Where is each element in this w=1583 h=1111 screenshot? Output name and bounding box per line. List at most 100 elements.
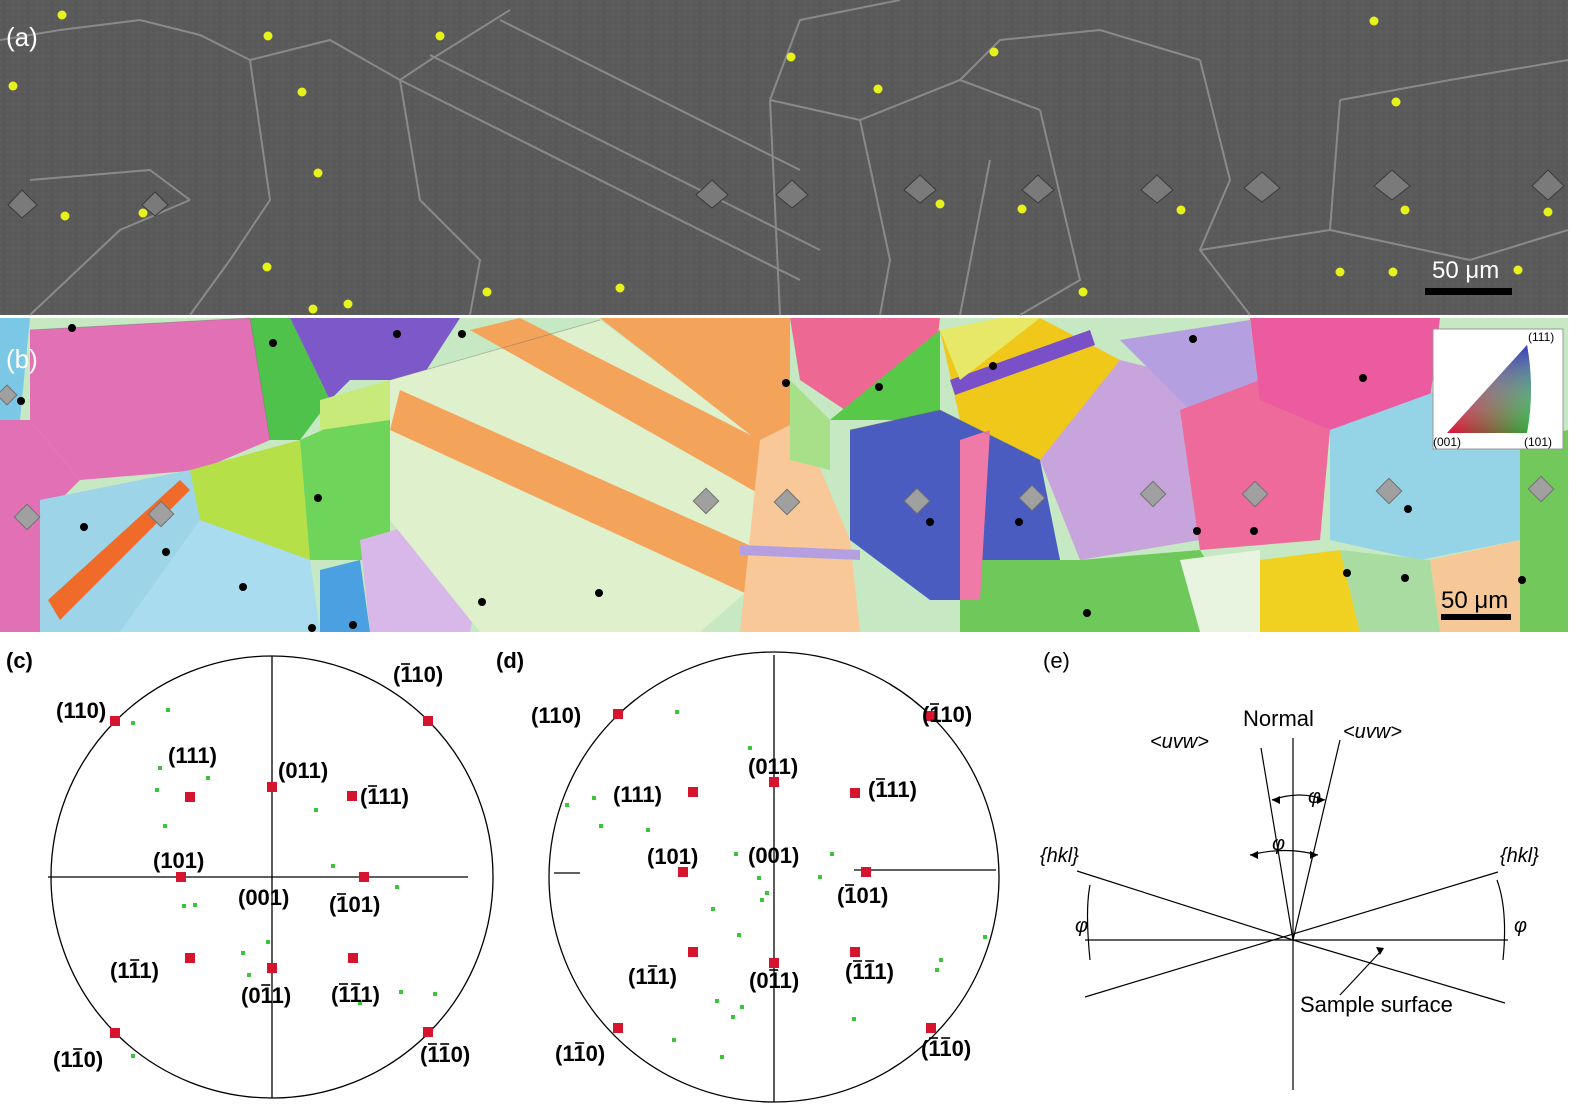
black-marker xyxy=(1189,335,1197,343)
red-pole xyxy=(267,782,277,792)
green-pole xyxy=(740,1005,744,1009)
green-poles-d xyxy=(565,710,987,1059)
indent-marks-b xyxy=(0,384,1555,531)
green-pole xyxy=(131,721,135,725)
uvw-left-line xyxy=(1260,747,1294,941)
pole-label: (111) xyxy=(868,777,917,802)
green-pole xyxy=(247,973,251,977)
green-pole xyxy=(711,907,715,911)
phi-label-left: φ xyxy=(1075,915,1088,937)
black-marker xyxy=(1343,569,1351,577)
yellow-marker xyxy=(482,287,492,297)
panel-e-schematic: (e) Normal <uvw> <uvw> {hkl} {hkl} φ xyxy=(1040,648,1539,1090)
green-poles-c xyxy=(131,708,437,1058)
pole-label: (111) xyxy=(613,782,662,807)
green-pole xyxy=(715,999,719,1003)
scale-bar-label-a: 50 μm xyxy=(1432,257,1499,284)
pole-label: (011) xyxy=(748,754,798,779)
black-marker xyxy=(80,523,88,531)
black-marker xyxy=(926,518,934,526)
green-pole xyxy=(158,766,162,770)
black-marker xyxy=(239,583,247,591)
black-markers xyxy=(17,324,1526,632)
panel-b-ipf-map: (b) 50 μm (111) (001) (101) xyxy=(0,317,1568,632)
black-marker xyxy=(458,330,466,338)
pole-label: (110) xyxy=(555,1041,605,1066)
green-pole xyxy=(599,824,603,828)
red-pole xyxy=(769,958,779,968)
red-pole xyxy=(423,1027,433,1037)
black-marker xyxy=(308,624,316,632)
green-pole xyxy=(675,710,679,714)
yellow-marker xyxy=(297,87,307,97)
pole-label: (101) xyxy=(647,844,698,869)
yellow-marker xyxy=(935,199,945,209)
scale-bar-b xyxy=(1441,614,1511,620)
green-pole xyxy=(131,1054,135,1058)
green-pole xyxy=(852,1017,856,1021)
black-marker xyxy=(68,324,76,332)
black-marker xyxy=(875,383,883,391)
yellow-marker xyxy=(1391,97,1401,107)
pole-labels-d: (110)(110)(011)(111)(111)(101)(001)(101)… xyxy=(531,702,972,1066)
black-marker xyxy=(162,548,170,556)
red-poles-c xyxy=(110,716,433,1038)
green-pole xyxy=(760,898,764,902)
green-pole xyxy=(830,852,834,856)
black-marker xyxy=(1193,527,1201,535)
red-pole xyxy=(423,716,433,726)
black-marker xyxy=(1250,527,1258,535)
uvw-left-label: <uvw> xyxy=(1150,731,1209,753)
yellow-marker xyxy=(1543,207,1553,217)
phi-arc-right xyxy=(1496,879,1506,961)
yellow-marker xyxy=(313,168,323,178)
green-pole xyxy=(939,958,943,962)
surface-arrow xyxy=(1339,949,1383,996)
indent-marks-a xyxy=(7,169,1565,219)
hkl-left-line xyxy=(1076,870,1294,941)
green-pole xyxy=(765,891,769,895)
black-marker xyxy=(1401,574,1409,582)
black-marker xyxy=(989,362,997,370)
phi-label-mid: φ xyxy=(1272,833,1285,855)
hkl-right-line xyxy=(1084,871,1499,998)
phi-arc-left xyxy=(1086,884,1091,961)
yellow-marker xyxy=(8,81,18,91)
yellow-marker xyxy=(989,47,999,57)
pole-label: (101) xyxy=(329,892,380,917)
pole-labels-c: (110)(110)(111)(011)(111)(101)(001)(101)… xyxy=(53,662,470,1072)
black-marker xyxy=(1359,374,1367,382)
green-pole xyxy=(241,951,245,955)
red-pole xyxy=(185,953,195,963)
green-pole xyxy=(266,940,270,944)
pole-label: (111) xyxy=(110,958,159,983)
pole-label: (111) xyxy=(168,743,217,768)
red-pole xyxy=(688,947,698,957)
yellow-marker xyxy=(343,299,353,309)
black-marker xyxy=(1518,576,1526,584)
yellow-marker xyxy=(873,84,883,94)
black-marker xyxy=(478,598,486,606)
black-marker xyxy=(1015,518,1023,526)
green-pole xyxy=(166,708,170,712)
yellow-marker xyxy=(1400,205,1410,215)
black-marker xyxy=(17,397,25,405)
green-pole xyxy=(983,935,987,939)
red-pole xyxy=(688,787,698,797)
yellow-marker xyxy=(1388,267,1398,277)
sample-surface-line xyxy=(1292,939,1506,1004)
scale-bar-label-b: 50 μm xyxy=(1441,587,1508,614)
green-pole xyxy=(720,1055,724,1059)
scale-bar-a xyxy=(1425,288,1512,295)
black-marker xyxy=(269,339,277,347)
pole-label: (110) xyxy=(56,698,106,723)
green-pole xyxy=(206,776,210,780)
green-pole xyxy=(757,876,761,880)
black-marker xyxy=(314,494,322,502)
green-pole xyxy=(163,824,167,828)
black-marker xyxy=(1083,609,1091,617)
yellow-marker xyxy=(1017,204,1027,214)
uvw-right-line xyxy=(1292,739,1341,941)
red-pole xyxy=(348,953,358,963)
uvw-right-label: <uvw> xyxy=(1343,721,1402,743)
